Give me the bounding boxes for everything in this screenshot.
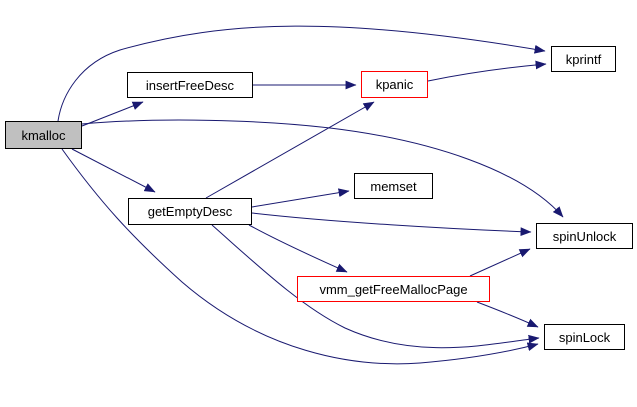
edge-kmalloc-insertFreeDesc xyxy=(81,101,144,127)
edge-getEmptyDesc-vmm xyxy=(248,224,348,273)
node-kmalloc[interactable]: kmalloc xyxy=(5,121,82,149)
node-getEmptyDesc[interactable]: getEmptyDesc xyxy=(128,198,252,225)
node-kpanic[interactable]: kpanic xyxy=(361,71,428,98)
edge-getEmptyDesc-spinUnlock xyxy=(251,212,532,237)
edge-kmalloc-getEmptyDesc xyxy=(71,148,156,193)
edge-getEmptyDesc-spinLock xyxy=(211,224,540,349)
edge-vmm-spinUnlock xyxy=(469,248,531,277)
edge-getEmptyDesc-kpanic xyxy=(205,101,375,199)
edge-kmalloc-spinLock xyxy=(61,148,539,365)
edge-kmalloc-spinUnlock xyxy=(81,119,564,218)
node-spinUnlock[interactable]: spinUnlock xyxy=(536,223,633,249)
node-memset[interactable]: memset xyxy=(354,173,433,199)
node-spinLock[interactable]: spinLock xyxy=(544,324,625,350)
node-insertFreeDesc[interactable]: insertFreeDesc xyxy=(127,72,253,98)
edge-kpanic-kprintf xyxy=(427,60,547,82)
edge-vmm-spinLock xyxy=(476,301,539,328)
node-kprintf[interactable]: kprintf xyxy=(551,46,616,72)
edge-kmalloc-kprintf xyxy=(57,25,546,122)
node-vmm-getFreeMallocPage[interactable]: vmm_getFreeMallocPage xyxy=(297,276,490,302)
edge-getEmptyDesc-memset xyxy=(251,188,350,208)
